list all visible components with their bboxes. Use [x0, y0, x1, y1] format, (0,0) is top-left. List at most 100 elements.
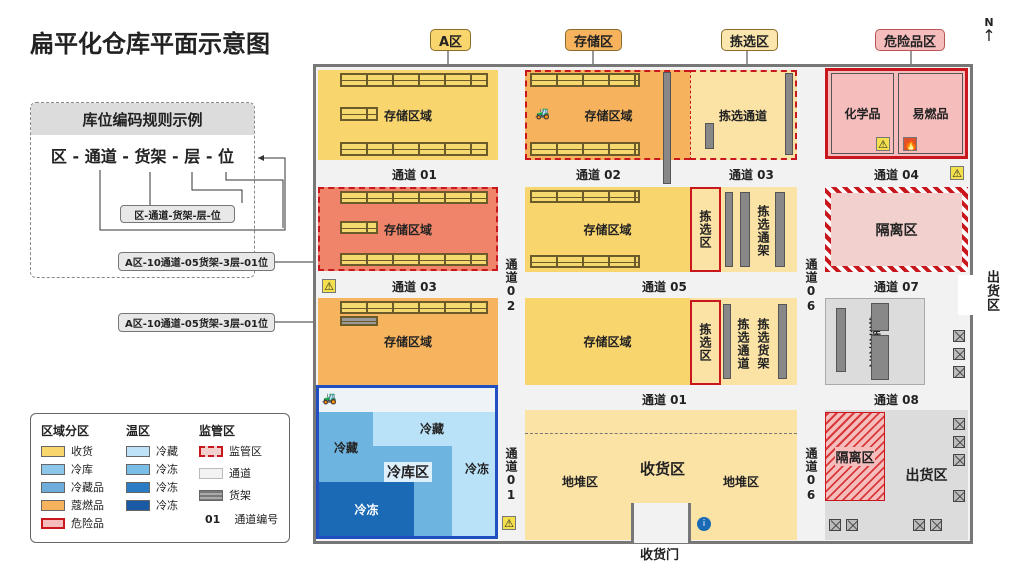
code-panel-header: 库位编码规则示例 — [31, 103, 254, 135]
aisle-label-vertical: 通道06 — [804, 258, 818, 314]
aisle-label: 通道 05 — [638, 278, 691, 295]
rack — [340, 107, 378, 121]
legend-item: 收货 — [41, 442, 104, 460]
aisle-label: 通道 07 — [870, 278, 923, 295]
legend-label: 冷冻 — [156, 481, 178, 494]
zone-storage-mid2: 存储区域 — [525, 298, 690, 385]
person-icon: i — [697, 517, 711, 531]
zone-chilled-left: 冷藏 — [319, 412, 373, 482]
page-title: 扁平化仓库平面示意图 — [30, 30, 270, 58]
rack — [340, 253, 488, 266]
legend-label: 监管区 — [229, 445, 262, 458]
aisle-label: 通道 04 — [870, 166, 923, 183]
legend-label: 通道 — [229, 467, 251, 480]
zone-label: 出货区 — [905, 468, 948, 484]
aisle-label: 通道 01 — [638, 391, 691, 408]
zone-label: 存储区域 — [383, 108, 432, 123]
zone-label: 易燃品 — [912, 107, 949, 121]
zone-label: 拣选区 — [698, 210, 712, 249]
legend-label: 蔻燃品 — [71, 499, 104, 512]
zone-pick-aisle-2: 拣选通道 — [736, 318, 750, 370]
legend-label: 通道编号 — [234, 513, 279, 526]
pallet-icon — [953, 454, 965, 466]
legend-label: 冷藏品 — [71, 481, 104, 494]
receiving-door[interactable] — [631, 503, 691, 543]
zone-frozen-right: 冷冻 — [465, 462, 490, 476]
zone-pick-2: 拣选区 — [690, 300, 721, 385]
rack — [530, 190, 640, 203]
pallet-icon — [930, 519, 942, 531]
legend-heading: 温区 — [126, 424, 151, 438]
pallet-icon — [953, 490, 965, 502]
zone-pick-shelf: 拣选货架 — [756, 318, 770, 370]
rack — [340, 316, 378, 326]
aisle-label-vertical: 通道01 — [504, 447, 518, 503]
arrow-up-icon: ↑ — [982, 26, 996, 45]
rack — [871, 335, 889, 380]
zone-label: 存储区域 — [383, 222, 432, 237]
code-rule-panel: 库位编码规则示例 区 - 通道 - 货架 - 层 - 位 — [30, 102, 255, 278]
aisle-label: 通道 08 — [870, 391, 923, 408]
aisle-label: 通道 03 — [725, 166, 778, 183]
zone-floor-stack-1: 地堆区 — [562, 475, 599, 489]
code-format: 区 - 通道 - 货架 - 层 - 位 — [50, 147, 235, 166]
legend-item: 危险品 — [41, 514, 104, 532]
divider — [525, 433, 797, 434]
warning-icon: ⚠ — [876, 137, 890, 151]
callout-hazard: 危险品区 — [875, 29, 946, 51]
zone-floor-stack-2: 地堆区 — [723, 475, 760, 489]
rack — [725, 192, 733, 267]
zone-hazard — [825, 68, 968, 159]
legend-heading: 监管区 — [199, 424, 236, 438]
pallet-icon — [953, 436, 965, 448]
callout-a-zone: A区 — [430, 29, 472, 51]
north-compass: N ↑ — [982, 16, 996, 45]
shipping-door[interactable] — [958, 275, 974, 315]
pallet-icon — [953, 330, 965, 342]
pallet-icon — [953, 366, 965, 378]
legend-item: 冷库 — [41, 460, 104, 478]
rack — [530, 255, 640, 268]
zone-pick-1: 拣选区 — [690, 187, 721, 272]
rack — [663, 72, 671, 184]
legend-heading: 区域分区 — [41, 424, 90, 438]
code-format-pill: 区-通道-货架-层-位 — [120, 205, 235, 223]
pallet-icon — [829, 519, 841, 531]
zone-label: 存储区域 — [383, 335, 432, 349]
legend-item: 货架 — [199, 486, 278, 504]
zone-receiving-label: 收货区 — [640, 460, 686, 478]
forklift-icon: 🚜 — [535, 106, 550, 120]
zone-label: 拣选通道 — [718, 108, 767, 123]
legend-temps: 温区 冷藏 冷冻 冷冻 冷冻 — [126, 422, 178, 514]
legend: 区域分区 收货 冷库 冷藏品 蔻燃品 危险品 温区 冷藏 冷冻 冷冻 冷冻 监管… — [30, 413, 290, 543]
zone-chilled-top: 冷藏 — [420, 422, 445, 436]
pallet-icon — [953, 348, 965, 360]
legend-label: 冷冻 — [156, 463, 178, 476]
code-example-1: A区-10通道-05货架-3层-01位 — [118, 252, 275, 271]
pallet-icon — [953, 418, 965, 430]
legend-item: 冷冻 — [126, 478, 178, 496]
legend-item: 冷藏 — [126, 442, 178, 460]
aisle-label: 通道 01 — [388, 166, 441, 183]
rack — [705, 123, 714, 149]
aisle-label: 通道 03 — [388, 278, 441, 295]
compass-label: N — [984, 16, 994, 29]
legend-label: 冷冻 — [156, 499, 178, 512]
rack — [723, 304, 731, 379]
pallet-icon — [913, 519, 925, 531]
aisle-label: 通道 02 — [572, 166, 625, 183]
pallet-icon — [846, 519, 858, 531]
legend-item: 蔻燃品 — [41, 496, 104, 514]
callout-storage: 存储区 — [565, 29, 623, 51]
rack — [836, 308, 846, 372]
legend-item: 冷冻 — [126, 496, 178, 514]
shipping-exit-label: 出货区 — [984, 270, 999, 312]
zone-label: 存储区域 — [583, 223, 632, 237]
legend-item: 监管区 — [199, 442, 278, 460]
zone-label: 存储区域 — [584, 108, 633, 123]
zone-isolation-top: 隔离区 — [825, 187, 968, 272]
zone-label: 隔离区 — [875, 222, 918, 239]
zone-flammable: 易燃品 — [898, 73, 963, 154]
